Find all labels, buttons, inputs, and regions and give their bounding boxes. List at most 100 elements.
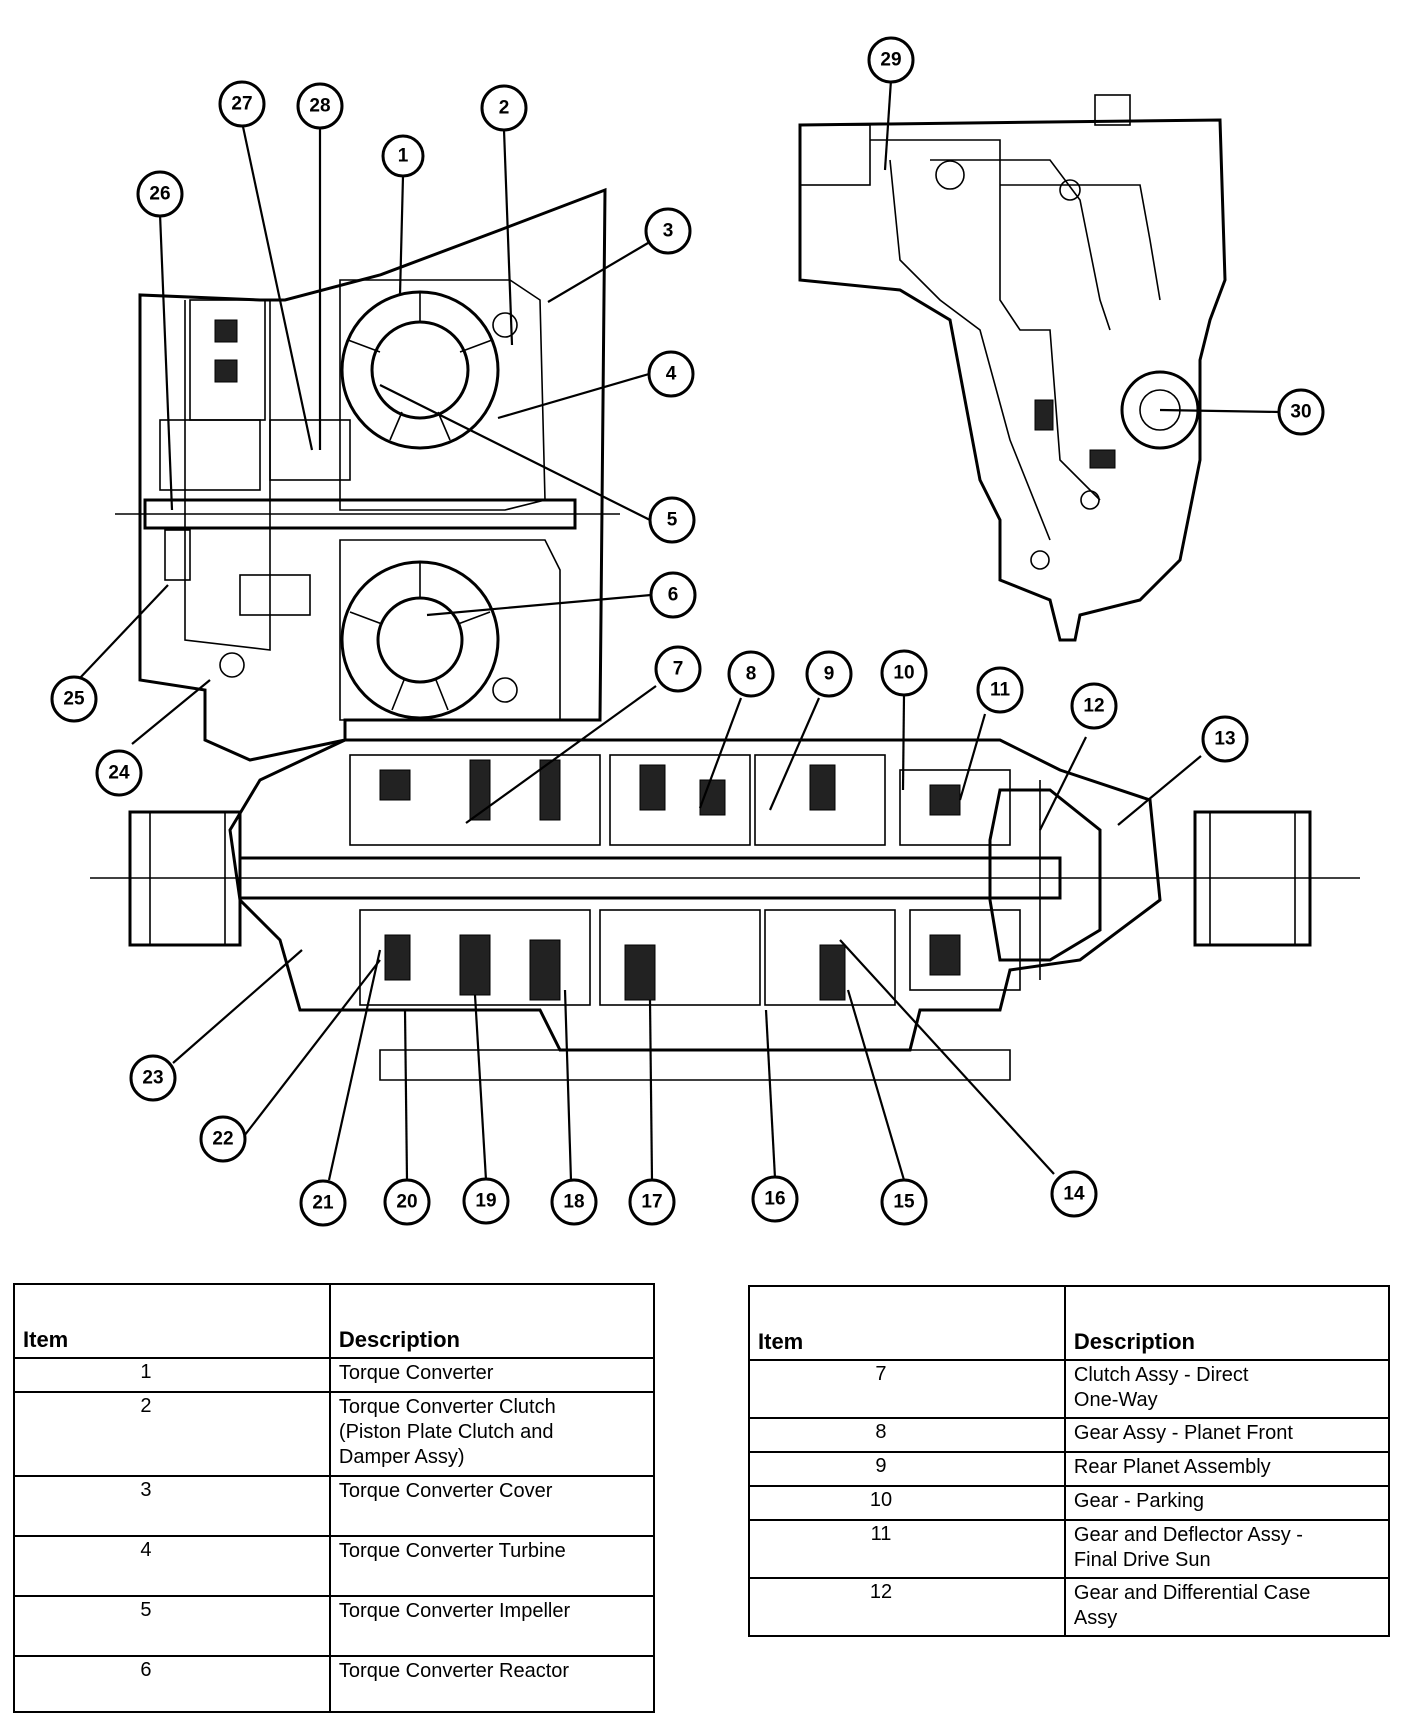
callout-16: 16 <box>751 1175 799 1223</box>
legend-item-description: Torque Converter Cover <box>328 1475 656 1537</box>
legend-item-description: Gear and Differential Case Assy <box>1063 1577 1391 1637</box>
legend-header-description: Description <box>328 1283 656 1359</box>
svg-text:2: 2 <box>499 98 510 119</box>
legend-item-number: 1 <box>13 1357 331 1393</box>
svg-text:24: 24 <box>108 763 130 784</box>
legend-item-number: 6 <box>13 1655 331 1713</box>
callout-11: 11 <box>976 666 1024 714</box>
legend-item-description: Torque Converter Clutch (Piston Plate Cl… <box>328 1391 656 1477</box>
legend-header-item: Item <box>748 1285 1066 1361</box>
legend-item-description: Torque Converter Impeller <box>328 1595 656 1657</box>
svg-text:14: 14 <box>1063 1184 1085 1205</box>
transaxle-housing <box>115 187 620 762</box>
legend-item-number: 10 <box>748 1485 1066 1521</box>
callout-29: 29 <box>867 36 915 84</box>
legend-header-row: Item Description <box>13 1283 656 1359</box>
legend-item-number: 8 <box>748 1417 1066 1453</box>
callout-27: 27 <box>218 80 266 128</box>
callout-22: 22 <box>199 1115 247 1163</box>
svg-text:3: 3 <box>663 221 674 242</box>
callout-12: 12 <box>1070 682 1118 730</box>
svg-text:19: 19 <box>475 1191 496 1212</box>
callout-26: 26 <box>136 170 184 218</box>
svg-text:23: 23 <box>142 1068 163 1089</box>
svg-text:5: 5 <box>667 510 678 531</box>
legend-header-description: Description <box>1063 1285 1391 1361</box>
callout-24: 24 <box>95 749 143 797</box>
legend-item-number: 2 <box>13 1391 331 1477</box>
legend-item-number: 11 <box>748 1519 1066 1579</box>
svg-text:9: 9 <box>824 664 835 685</box>
legend-item-number: 12 <box>748 1577 1066 1637</box>
gear-train-section <box>90 738 1360 1081</box>
svg-text:13: 13 <box>1214 729 1235 750</box>
callout-15: 15 <box>880 1178 928 1226</box>
svg-text:27: 27 <box>231 94 252 115</box>
legend-item-description: Torque Converter <box>328 1357 656 1393</box>
callout-21: 21 <box>299 1179 347 1227</box>
callout-19: 19 <box>462 1177 510 1225</box>
svg-text:29: 29 <box>880 50 901 71</box>
callout-18: 18 <box>550 1178 598 1226</box>
svg-text:21: 21 <box>312 1193 334 1214</box>
legend-item-description: Gear and Deflector Assy - Final Drive Su… <box>1063 1519 1391 1579</box>
legend-header-item: Item <box>13 1283 331 1359</box>
svg-text:16: 16 <box>764 1189 785 1210</box>
svg-text:6: 6 <box>668 585 679 606</box>
callout-28: 28 <box>296 82 344 130</box>
callout-13: 13 <box>1201 715 1249 763</box>
svg-text:4: 4 <box>666 364 677 385</box>
callout-4: 4 <box>647 350 695 398</box>
legend-item-number: 5 <box>13 1595 331 1657</box>
legend-item-description: Clutch Assy - Direct One-Way <box>1063 1359 1391 1419</box>
callout-25: 25 <box>50 675 98 723</box>
callout-6: 6 <box>649 571 697 619</box>
transaxle-cutaway-diagram: 1 2 3 4 5 6 7 8 9 10 11 12 13 14 15 16 1… <box>50 36 1360 1227</box>
callout-8: 8 <box>727 650 775 698</box>
legend-header-row: Item Description <box>748 1285 1391 1361</box>
svg-text:8: 8 <box>746 664 757 685</box>
callout-20: 20 <box>383 1178 431 1226</box>
legend-item-description: Torque Converter Turbine <box>328 1535 656 1597</box>
callout-1: 1 <box>381 134 425 178</box>
legend-item-number: 3 <box>13 1475 331 1537</box>
legend-item-number: 4 <box>13 1535 331 1597</box>
callout-2: 2 <box>480 84 528 132</box>
legend-item-description: Gear - Parking <box>1063 1485 1391 1521</box>
svg-text:28: 28 <box>309 96 330 117</box>
svg-text:20: 20 <box>396 1192 417 1213</box>
valve-body-view <box>798 94 1227 642</box>
callout-30: 30 <box>1277 388 1325 436</box>
callout-3: 3 <box>644 207 692 255</box>
svg-text:1: 1 <box>398 146 409 167</box>
legend-item-description: Torque Converter Reactor <box>328 1655 656 1713</box>
legend-item-description: Gear Assy - Planet Front <box>1063 1417 1391 1453</box>
legend-item-number: 7 <box>748 1359 1066 1419</box>
svg-text:18: 18 <box>563 1192 584 1213</box>
callout-14: 14 <box>1050 1170 1098 1218</box>
legend-item-number: 9 <box>748 1451 1066 1487</box>
svg-text:10: 10 <box>893 663 914 684</box>
svg-text:12: 12 <box>1083 696 1104 717</box>
callout-9: 9 <box>805 650 853 698</box>
callout-5: 5 <box>648 496 696 544</box>
callout-10: 10 <box>880 649 928 697</box>
svg-text:26: 26 <box>149 184 170 205</box>
svg-text:22: 22 <box>212 1129 233 1150</box>
legend-item-description: Rear Planet Assembly <box>1063 1451 1391 1487</box>
svg-text:15: 15 <box>893 1192 915 1213</box>
svg-text:7: 7 <box>673 659 684 680</box>
